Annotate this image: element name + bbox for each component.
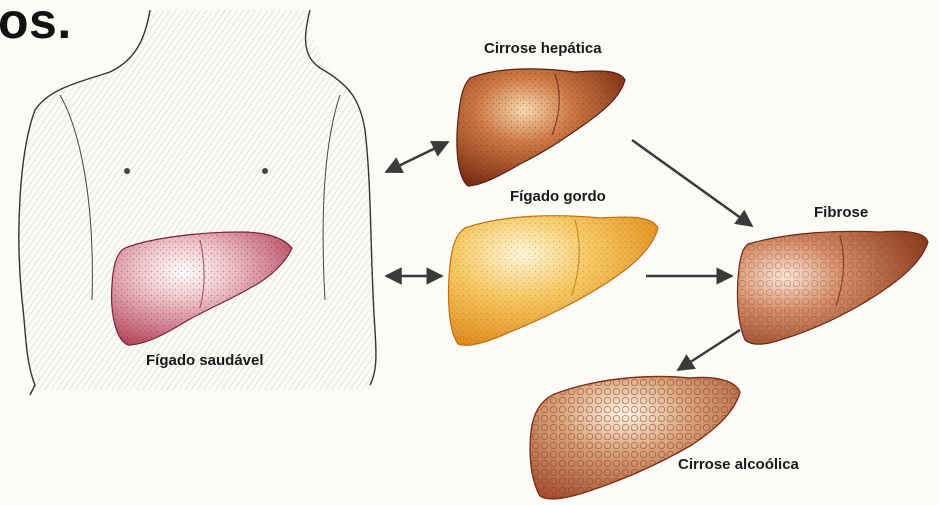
fatty-liver bbox=[449, 216, 658, 346]
label-hepatic-cirrhosis: Cirrose hepática bbox=[484, 40, 602, 57]
nipple-right bbox=[262, 168, 268, 174]
label-fibrosis: Fibrose bbox=[814, 204, 868, 221]
label-alcoholic-cirrhosis: Cirrose alcoólica bbox=[678, 456, 799, 473]
nipple-left bbox=[124, 168, 130, 174]
torso-body bbox=[20, 10, 376, 390]
arrow-cirrhosis-to-fibrosis bbox=[632, 140, 752, 226]
torso-sketch bbox=[19, 10, 376, 395]
hepatic-cirrhosis-liver bbox=[457, 69, 625, 186]
label-healthy-liver: Fígado saudável bbox=[146, 352, 264, 369]
alcoholic-cirrhosis-liver bbox=[530, 377, 740, 499]
arrow-body-to-cirrhosis bbox=[386, 142, 448, 172]
fibrosis-liver bbox=[737, 231, 928, 344]
label-fatty-liver: Fígado gordo bbox=[510, 188, 606, 205]
arrow-fibrosis-to-alcoholic-cirrhosis bbox=[678, 330, 740, 370]
